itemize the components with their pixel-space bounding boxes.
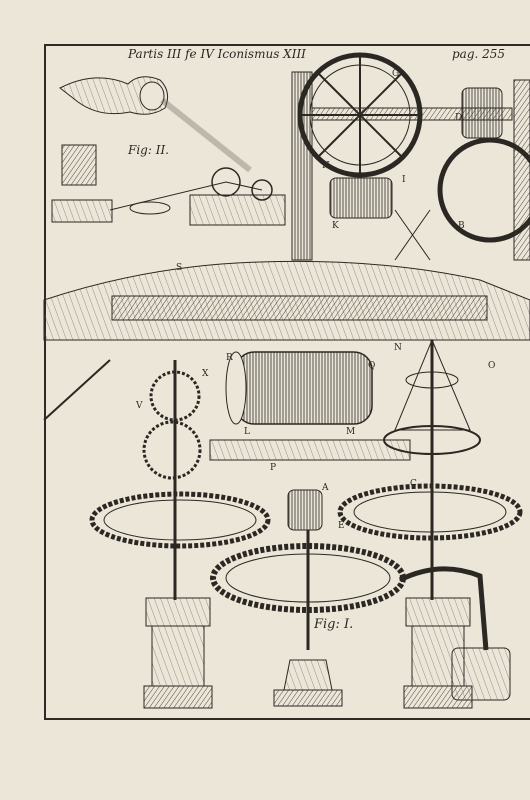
svg-text:Q: Q [368,361,375,371]
engraved-plate-frame [44,44,530,720]
page-number: pag. 255 [452,47,506,61]
svg-text:C: C [410,479,417,489]
fig2-apparatus [51,144,286,226]
svg-text:K: K [332,221,339,231]
svg-text:F: F [302,91,308,101]
svg-text:L: L [244,427,250,437]
wind-head-figure [59,76,252,173]
svg-text:A: A [321,483,329,493]
svg-text:I: I [402,175,406,185]
svg-text:X: X [202,369,209,379]
fig2-label: Fig: II. [127,143,169,157]
svg-text:M: M [346,427,355,437]
central-drum [209,351,411,461]
svg-text:O: O [488,361,495,371]
svg-text:N: N [394,343,402,353]
plate-title: Partis III fe IV Iconismus XIII [128,47,306,61]
reference-letters: F G D H I K S B E R Q X V L M N O P C A [135,69,495,531]
svg-text:V: V [135,401,143,411]
svg-text:D: D [455,113,462,123]
pedestals [143,566,511,709]
svg-text:B: B [458,221,465,231]
svg-text:S: S [176,263,182,273]
svg-text:H: H [322,161,330,171]
svg-text:R: R [226,353,233,363]
upper-gear-train [291,52,530,261]
main-beam [111,295,488,321]
fig1-label: Fig: I. [313,617,353,632]
svg-text:E: E [338,521,345,531]
svg-text:P: P [270,463,276,473]
conical-cage [383,338,481,600]
svg-text:G: G [392,69,399,79]
